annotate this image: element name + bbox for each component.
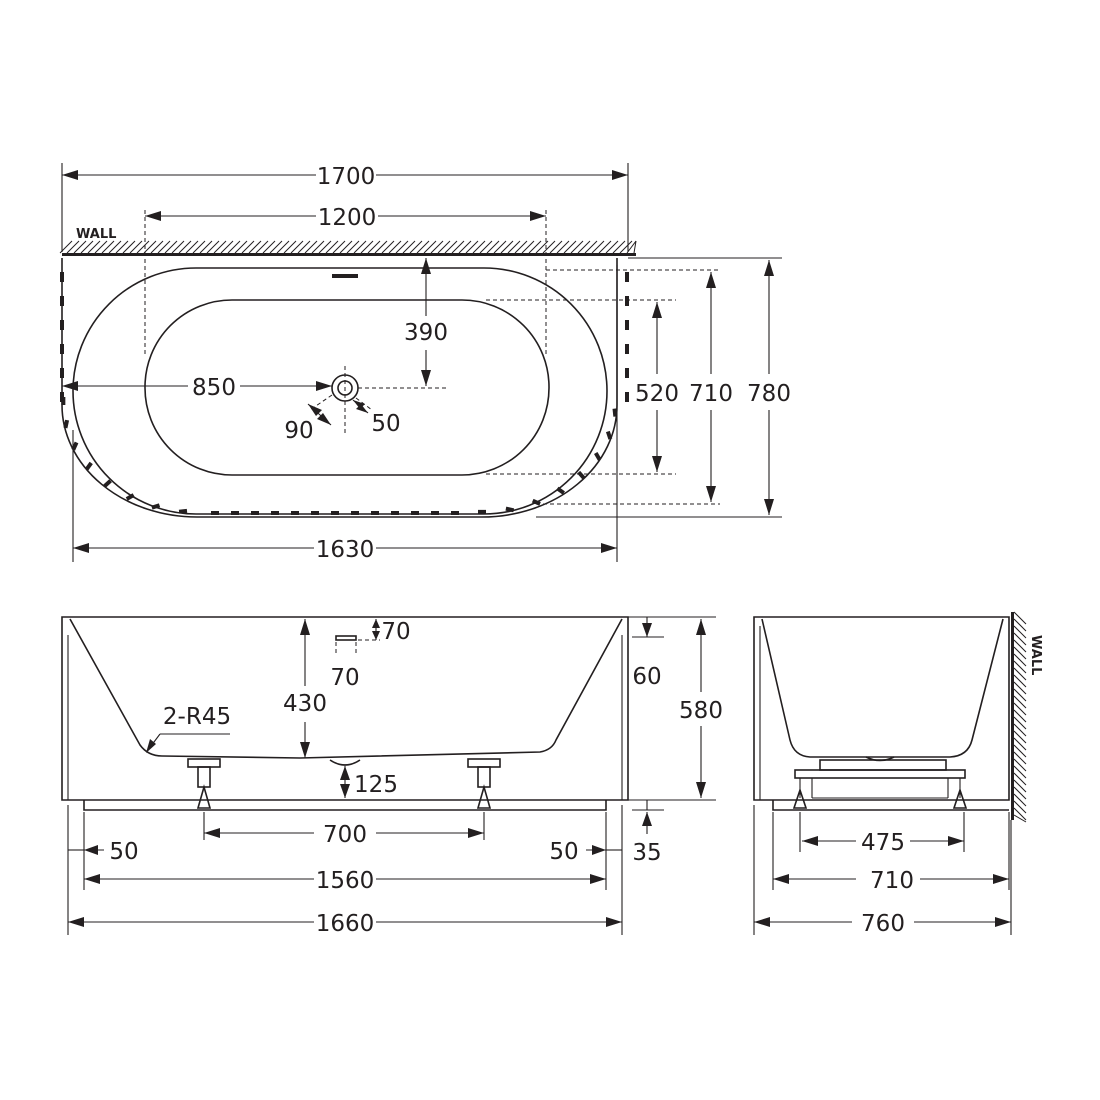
dim-depth: 430: [283, 619, 327, 758]
dim-label-70-width: 70: [330, 665, 359, 691]
radius-callout: 2-R45: [146, 704, 231, 753]
dim-label-70-height: 70: [381, 619, 410, 645]
dim-label-125: 125: [354, 772, 398, 798]
dim-overall-width-side: 760: [754, 911, 1011, 937]
dim-left-inset: 50: [68, 839, 139, 865]
dim-label-390: 390: [404, 320, 448, 346]
dim-label-430: 430: [283, 691, 327, 717]
overflow-slot: [332, 274, 358, 278]
dim-wall-span: 1200: [144, 205, 547, 356]
dim-inner-width: 520: [486, 299, 679, 475]
dim-label-1560: 1560: [316, 868, 375, 894]
dim-base-length: 1630: [72, 265, 618, 563]
plan-wall: WALL: [59, 227, 637, 256]
dim-base-width-side: 710: [773, 868, 1009, 894]
dim-front-width: 710: [536, 269, 733, 505]
dim-overall-length-front: 1660: [68, 911, 622, 937]
side-foot-right: [952, 787, 968, 809]
front-foot-right: [467, 758, 501, 809]
dim-label-710-plan: 710: [689, 381, 733, 407]
dim-overall-height: 580: [628, 616, 723, 801]
dim-overall-width: 780: [536, 257, 791, 518]
dim-feet-spacing-side: 475: [802, 830, 964, 856]
dim-label-50: 50: [371, 411, 400, 437]
side-body-outline: [753, 616, 1010, 801]
tub-outer-outline: [61, 258, 618, 518]
dim-label-35: 35: [632, 840, 661, 866]
side-foot-left: [792, 787, 808, 809]
dim-label-1660: 1660: [316, 911, 375, 937]
radius-label: 2-R45: [163, 704, 231, 730]
wall-label-top: WALL: [76, 227, 116, 242]
dim-label-520: 520: [635, 381, 679, 407]
dim-label-60: 60: [632, 664, 661, 690]
dim-label-760: 760: [861, 911, 905, 937]
wall-label-side: WALL: [1028, 635, 1043, 675]
side-basin-outline: [761, 618, 1004, 758]
plan-view: WALL 1700: [59, 163, 791, 563]
dim-right-inset: 50: [549, 839, 622, 865]
dim-label-1630: 1630: [316, 537, 375, 563]
dim-label-475: 475: [861, 830, 905, 856]
dim-overall-length-plan: 1700: [61, 163, 629, 252]
tub-basin-outline: [144, 299, 550, 476]
side-view: WALL: [753, 611, 1043, 937]
dim-label-50-left: 50: [109, 839, 138, 865]
dim-plinth-length: 1560: [84, 868, 606, 894]
dim-label-700: 700: [323, 822, 367, 848]
dim-label-580: 580: [679, 698, 723, 724]
dim-label-1200: 1200: [318, 205, 377, 231]
side-plinth: [772, 800, 1009, 811]
dim-waste-diameters: 90 50: [284, 394, 401, 444]
fluted-panel-marks: [60, 272, 629, 515]
dim-waste-to-end: 850: [62, 375, 332, 401]
dim-label-850: 850: [192, 375, 236, 401]
dim-feet-spacing-front: 700: [204, 822, 484, 848]
dim-label-90: 90: [284, 418, 313, 444]
tub-rim-outline: [72, 267, 608, 515]
dim-label-780: 780: [747, 381, 791, 407]
front-basin-outline: [69, 618, 623, 759]
dim-overflow: 70 70: [330, 619, 411, 691]
front-view: 70 70 430 2-R45 125: [61, 616, 723, 937]
dim-waste-clearance: 125: [340, 766, 398, 798]
front-foot-left: [187, 758, 221, 809]
waste-outlet: [331, 366, 448, 436]
dim-edge-height: 60: [632, 616, 664, 690]
side-wall: WALL: [1011, 611, 1043, 823]
front-overflow: [335, 635, 357, 641]
dim-label-710-side: 710: [870, 868, 914, 894]
side-stand-frame: [794, 756, 966, 799]
dim-waste-to-back: 390: [404, 258, 448, 386]
dim-label-1700: 1700: [317, 164, 376, 190]
dim-plinth-height: 35: [632, 800, 664, 866]
front-plinth: [83, 800, 607, 811]
dim-label-50-right: 50: [549, 839, 578, 865]
